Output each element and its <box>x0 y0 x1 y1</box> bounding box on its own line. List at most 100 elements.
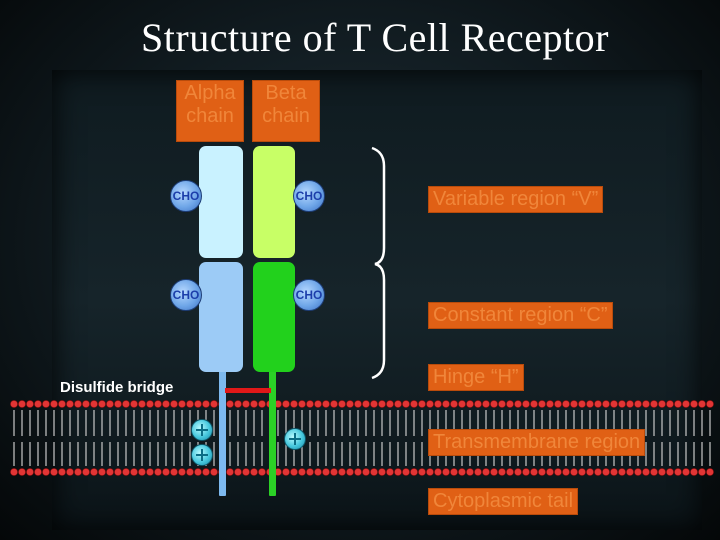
phospholipid-head <box>74 400 82 408</box>
phospholipid-head <box>290 468 298 476</box>
phospholipid-head <box>434 400 442 408</box>
phospholipid-head <box>26 400 34 408</box>
phospholipid-head <box>362 468 370 476</box>
phospholipid-head <box>146 400 154 408</box>
phospholipid-head <box>202 400 210 408</box>
beta-chain-label: Beta chain <box>252 80 320 142</box>
phospholipid-head <box>594 400 602 408</box>
phospholipid-head <box>434 468 442 476</box>
phospholipid-head <box>98 468 106 476</box>
phospholipid-head <box>490 468 498 476</box>
alpha-chain-label: Alpha chain <box>176 80 244 142</box>
phospholipid-head <box>130 468 138 476</box>
phospholipid-head <box>282 400 290 408</box>
phospholipid-head <box>346 400 354 408</box>
phospholipid-head <box>330 400 338 408</box>
phospholipid-head <box>442 400 450 408</box>
phospholipid-head <box>466 468 474 476</box>
cho-beta-constant: CHO <box>293 279 325 311</box>
phospholipid-head <box>570 400 578 408</box>
positive-charge-icon <box>191 419 213 441</box>
phospholipid-head <box>458 468 466 476</box>
phospholipid-head <box>426 400 434 408</box>
phospholipid-head <box>626 400 634 408</box>
phospholipid-head <box>58 400 66 408</box>
phospholipid-head <box>282 468 290 476</box>
phospholipid-head <box>618 468 626 476</box>
phospholipid-head <box>18 400 26 408</box>
phospholipid-head <box>10 468 18 476</box>
phospholipid-head <box>482 400 490 408</box>
alpha-variable-domain <box>199 146 243 258</box>
phospholipid-head <box>386 400 394 408</box>
phospholipid-head <box>234 468 242 476</box>
phospholipid-head <box>154 468 162 476</box>
alpha-chain-label-line2: chain <box>186 105 234 127</box>
hinge-region-label: Hinge “H” <box>428 364 524 391</box>
phospholipid-head <box>682 400 690 408</box>
phospholipid-head <box>210 400 218 408</box>
phospholipid-head <box>90 468 98 476</box>
phospholipid-head <box>618 400 626 408</box>
cho-alpha-constant: CHO <box>170 279 202 311</box>
phospholipid-head <box>82 400 90 408</box>
phospholipid-head <box>554 400 562 408</box>
phospholipid-head <box>378 400 386 408</box>
phospholipid-head <box>426 468 434 476</box>
positive-charge-icon <box>191 444 213 466</box>
phospholipid-head <box>226 468 234 476</box>
phospholipid-head <box>50 400 58 408</box>
phospholipid-head <box>450 400 458 408</box>
phospholipid-head <box>450 468 458 476</box>
phospholipid-head <box>250 468 258 476</box>
cho-alpha-variable: CHO <box>170 180 202 212</box>
phospholipid-head <box>386 468 394 476</box>
phospholipid-head <box>338 468 346 476</box>
phospholipid-head <box>370 400 378 408</box>
phospholipid-head <box>538 468 546 476</box>
phospholipid-head <box>522 400 530 408</box>
beta-chain-label-line1: Beta <box>265 82 307 104</box>
phospholipid-head <box>674 400 682 408</box>
phospholipid-head <box>466 400 474 408</box>
phospholipid-head <box>586 400 594 408</box>
phospholipid-head <box>74 468 82 476</box>
phospholipid-head <box>58 468 66 476</box>
phospholipid-head <box>202 468 210 476</box>
phospholipid-head <box>562 468 570 476</box>
phospholipid-head <box>138 468 146 476</box>
phospholipid-head <box>42 400 50 408</box>
phospholipid-head <box>682 468 690 476</box>
membrane-phospholipid-heads <box>10 400 714 476</box>
phospholipid-head <box>410 468 418 476</box>
beta-chain-label-line2: chain <box>262 105 310 127</box>
slide-title: Structure of T Cell Receptor <box>141 15 609 60</box>
phospholipid-head <box>26 468 34 476</box>
disulfide-bridge-label: Disulfide bridge <box>60 379 174 396</box>
phospholipid-head <box>642 400 650 408</box>
beta-variable-domain <box>253 146 295 258</box>
phospholipid-head <box>442 468 450 476</box>
phospholipid-head <box>698 400 706 408</box>
phospholipid-head <box>34 400 42 408</box>
phospholipid-head <box>34 468 42 476</box>
phospholipid-head <box>170 400 178 408</box>
phospholipid-head <box>610 468 618 476</box>
phospholipid-head <box>186 468 194 476</box>
phospholipid-head <box>346 468 354 476</box>
phospholipid-head <box>298 400 306 408</box>
constant-region-label: Constant region “C” <box>428 302 613 329</box>
phospholipid-head <box>586 468 594 476</box>
phospholipid-head <box>106 400 114 408</box>
phospholipid-head <box>458 400 466 408</box>
positive-charge-icon <box>284 428 306 450</box>
phospholipid-head <box>490 400 498 408</box>
phospholipid-head <box>338 400 346 408</box>
phospholipid-head <box>626 468 634 476</box>
phospholipid-head <box>154 400 162 408</box>
phospholipid-head <box>546 468 554 476</box>
phospholipid-head <box>634 468 642 476</box>
phospholipid-head <box>482 468 490 476</box>
phospholipid-head <box>602 468 610 476</box>
phospholipid-head <box>50 468 58 476</box>
